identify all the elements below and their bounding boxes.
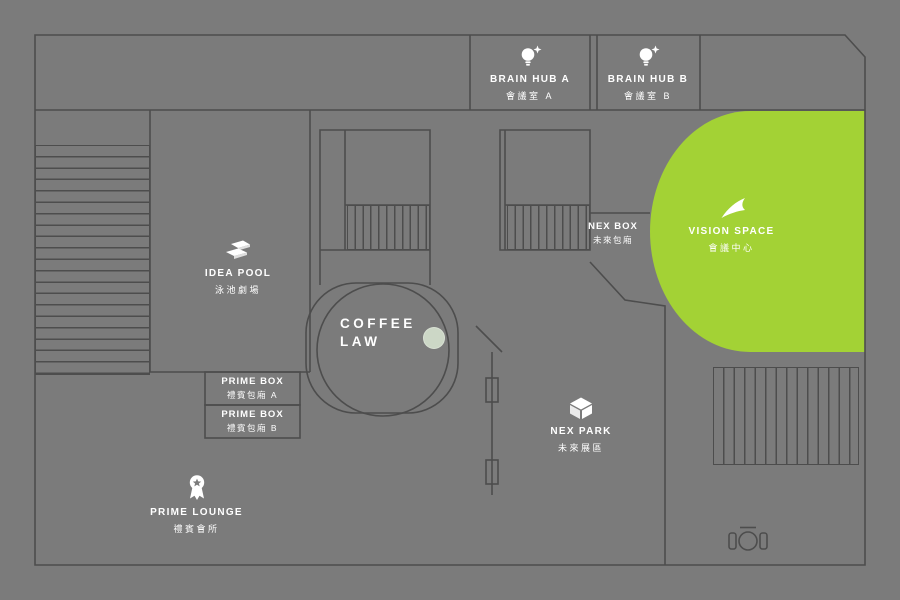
- vision-space-area: [650, 111, 865, 352]
- area-name: PRIME LOUNGE: [150, 507, 243, 518]
- area-name: BRAIN HUB A: [489, 74, 571, 85]
- area-name-zh: 禮賓包廂 B: [226, 423, 279, 433]
- stairs-center-b: [507, 205, 590, 250]
- center-partition: [475, 325, 503, 495]
- coffee-law-line1: COFFEE: [340, 316, 416, 331]
- coffee-law-logo-icon: [422, 327, 445, 350]
- area-prime-lounge: PRIME LOUNGE 禮賓會所: [134, 474, 259, 535]
- nex-box-room: [589, 212, 666, 565]
- area-coffee-law: COFFEE LAW: [340, 315, 445, 350]
- coffee-law-wordmark: COFFEE LAW: [340, 315, 416, 350]
- lightbulb-icon: [639, 45, 660, 66]
- cube-3d-icon: [570, 397, 592, 419]
- area-brain-hub-b: BRAIN HUB B 會議室 B: [593, 44, 703, 102]
- area-name: NEX PARK: [550, 426, 612, 437]
- outer-wall: [34, 34, 866, 566]
- prime-box-b-room: [204, 404, 301, 439]
- award-badge-icon: [189, 475, 204, 500]
- area-name-zh: 未來展區: [557, 443, 604, 453]
- area-name-zh: 泳池劇場: [214, 285, 261, 295]
- stairs-left: [35, 145, 150, 375]
- meeting-room-dividers: [469, 35, 701, 110]
- lightbulb-icon: [521, 45, 542, 66]
- area-prime-box-b: PRIME BOX 禮賓包廂 B: [206, 406, 299, 437]
- area-name-zh: 未來包廂: [592, 235, 633, 245]
- deck-slabs-icon: [226, 240, 250, 259]
- area-vision-space: VISION SPACE 會議中心: [664, 196, 799, 254]
- area-name: NEX BOX: [588, 221, 638, 232]
- coffee-law-line2: LAW: [340, 333, 381, 349]
- partition-fixture-top: [485, 377, 499, 403]
- area-brain-hub-a: BRAIN HUB A 會議室 A: [470, 44, 590, 102]
- area-name: IDEA POOL: [204, 268, 272, 279]
- partition-fixture-bottom: [485, 459, 499, 485]
- area-name-zh: 禮賓包廂 A: [226, 390, 279, 400]
- area-name-zh: 會議室 A: [505, 91, 554, 101]
- area-prime-box-a: PRIME BOX 禮賓包廂 A: [206, 373, 299, 404]
- cursor-swoosh-icon: [721, 198, 745, 218]
- coffee-plaza-wall: [305, 282, 459, 414]
- area-name: VISION SPACE: [688, 226, 775, 237]
- area-nex-box: NEX BOX 未來包廂: [574, 221, 652, 246]
- area-idea-pool: IDEA POOL 泳池劇場: [175, 240, 301, 296]
- area-nex-park: NEX PARK 未來展區: [520, 396, 642, 454]
- stairs-right: [713, 367, 859, 465]
- area-name: PRIME BOX: [221, 409, 284, 420]
- area-name: BRAIN HUB B: [607, 74, 689, 85]
- area-name: PRIME BOX: [221, 376, 284, 387]
- area-name-zh: 會議室 B: [623, 91, 672, 101]
- round-table-icon: [728, 526, 768, 551]
- area-name-zh: 會議中心: [708, 243, 755, 253]
- area-name-zh: 禮賓會所: [173, 524, 220, 534]
- coffee-plaza-circle: [316, 283, 450, 417]
- stairs-center-a: [347, 205, 430, 250]
